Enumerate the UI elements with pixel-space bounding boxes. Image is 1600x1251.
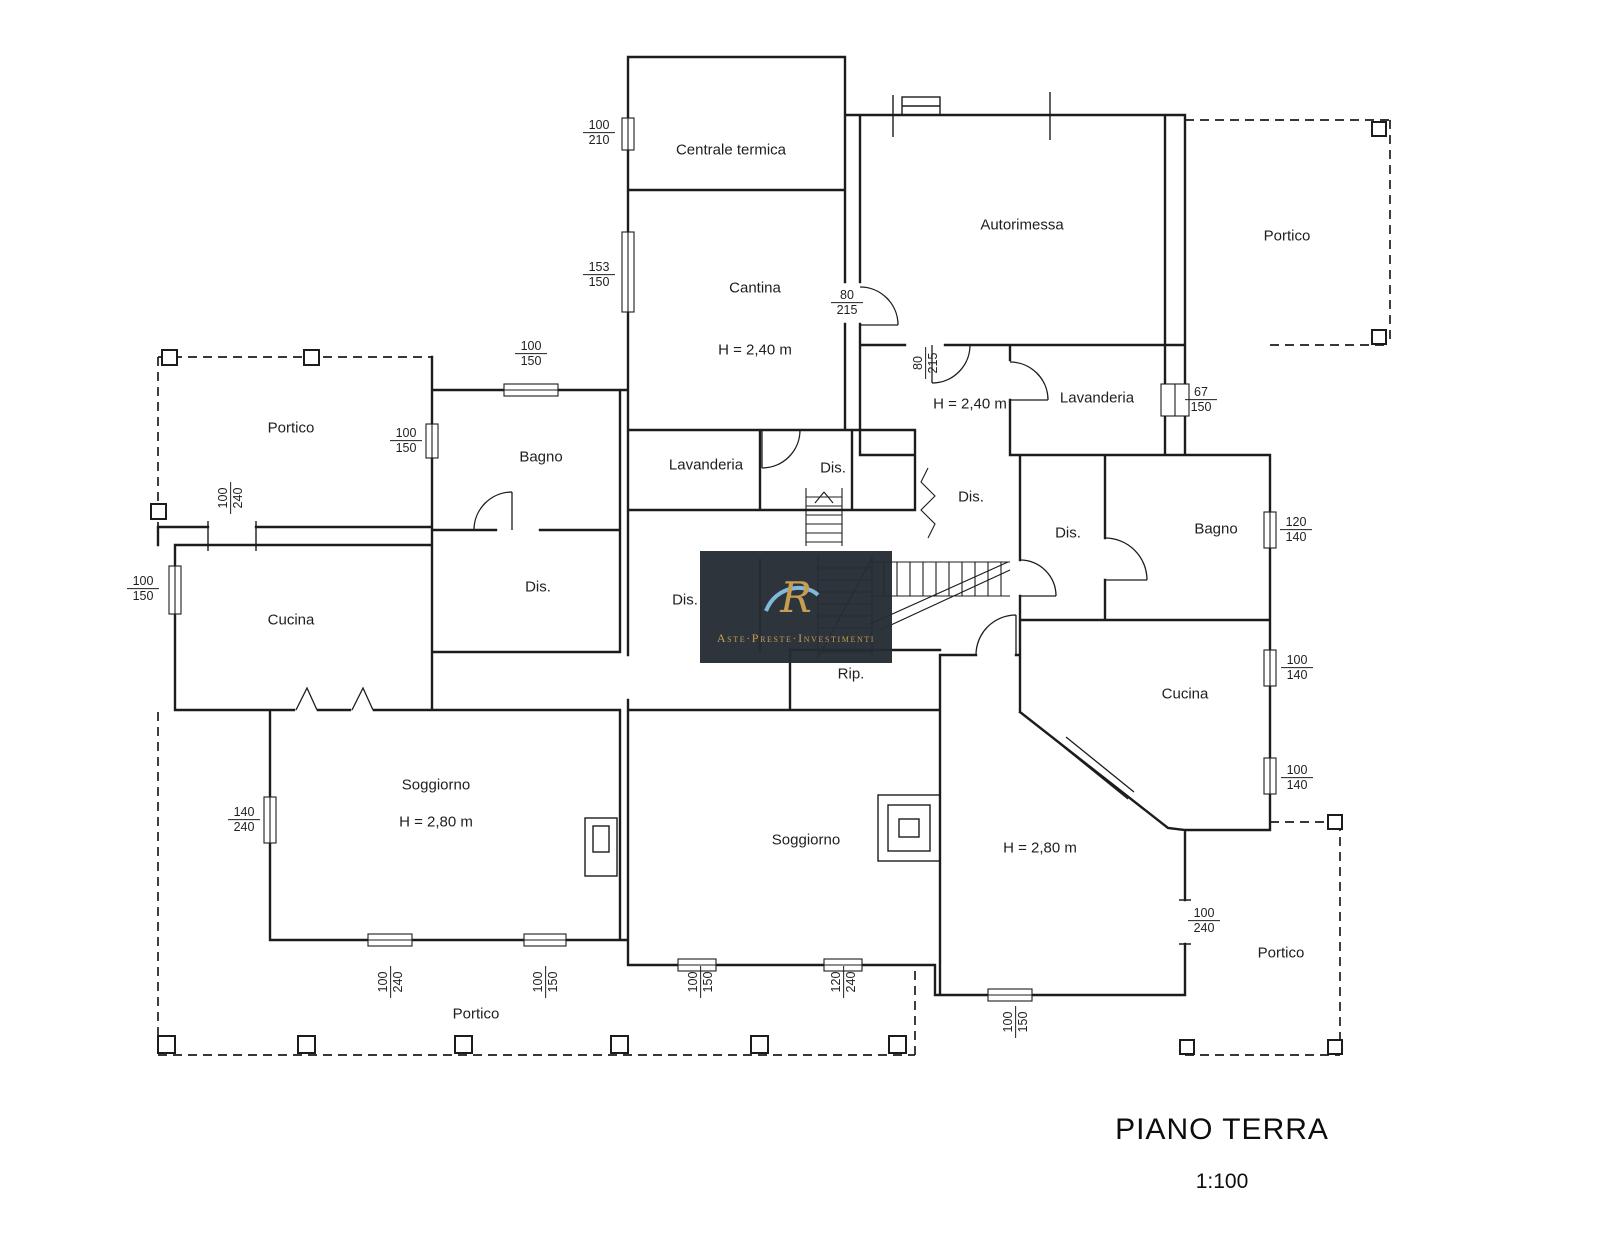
watermark-swirl-icon (764, 585, 820, 612)
dimension-top-value: 100 (1286, 763, 1308, 778)
watermark-logo: R (756, 569, 836, 627)
scale-label: 1:100 (1195, 1170, 1249, 1193)
height-label-soggiorno-right: H = 2,80 m (1003, 839, 1077, 857)
dimension-top-value: 100 (1001, 1011, 1016, 1033)
dimension-bottom-value: 150 (1185, 399, 1217, 415)
room-label-autorimessa: Autorimessa (980, 216, 1064, 234)
dimension-top-value: 100 (588, 118, 610, 133)
room-label-dis-4: Dis. (525, 578, 551, 596)
room-label-centrale-termica: Centrale termica (675, 141, 787, 159)
room-label-portico-ne: Portico (1263, 227, 1311, 245)
dimension-top-value: 67 (1194, 385, 1208, 400)
dimension-bottom-value: 150 (127, 588, 159, 604)
room-label-lavanderia-center: Lavanderia (668, 456, 744, 474)
dimension-top-value: 120 (829, 971, 844, 993)
dimension-top-value: 100 (520, 339, 542, 354)
dimension-bottom-value: 140 (1281, 667, 1313, 683)
dimension-top-value: 100 (1193, 906, 1215, 921)
room-label-portico-se: Portico (1257, 944, 1305, 962)
dimension-bottom-value: 150 (545, 966, 561, 998)
dimension-bottom-value: 210 (583, 132, 615, 148)
room-label-soggiorno-left: Soggiorno (401, 776, 471, 794)
dimension-bottom-value: 150 (515, 353, 547, 369)
dimension-bottom-value: 240 (230, 482, 246, 514)
dimension-top-value: 100 (395, 426, 417, 441)
dimension-top-value: 153 (588, 260, 610, 275)
dimension-bottom-value: 240 (843, 966, 859, 998)
dimension-bottom-value: 150 (1015, 1006, 1031, 1038)
dimension-top-value: 100 (132, 574, 154, 589)
room-label-lavanderia-right: Lavanderia (1059, 389, 1135, 407)
portico-pillars (150, 121, 1387, 1055)
dimension-top-value: 80 (911, 356, 926, 370)
chimney-blocks (584, 92, 1051, 877)
height-label-cantina: H = 2,40 m (718, 341, 792, 359)
room-label-dis-5: Dis. (672, 591, 698, 609)
door-arcs (295, 286, 1148, 800)
dimension-top-value: 100 (1286, 653, 1308, 668)
dimension-top-value: 140 (233, 805, 255, 820)
dimension-top-value: 100 (376, 971, 391, 993)
room-label-bagno-right: Bagno (1194, 520, 1238, 538)
dimension-bottom-value: 150 (390, 440, 422, 456)
watermark-monogram: R (780, 572, 812, 622)
room-label-soggiorno-center: Soggiorno (771, 831, 841, 849)
dimension-bottom-value: 240 (1188, 920, 1220, 936)
room-label-rip: Rip. (837, 665, 865, 683)
room-label-portico-south: Portico (452, 1005, 500, 1023)
dimension-bottom-value: 140 (1281, 777, 1313, 793)
dimension-bottom-value: 215 (831, 302, 863, 318)
walls (156, 55, 1272, 997)
room-label-cucina-left: Cucina (267, 611, 315, 629)
dimension-bottom-value: 150 (583, 274, 615, 290)
room-label-bagno-left: Bagno (519, 448, 563, 466)
room-label-dis-3: Dis. (1055, 524, 1081, 542)
room-label-cantina: Cantina (729, 279, 781, 297)
dimension-bottom-value: 240 (228, 819, 260, 835)
window-symbols (168, 117, 1277, 1002)
page-title: PIANO TERRA (1115, 1113, 1329, 1146)
dimension-bottom-value: 215 (925, 347, 941, 379)
watermark-caption: Aste·Preste·Investimenti (716, 630, 876, 645)
height-label-hall: H = 2,40 m (933, 395, 1007, 413)
dimension-bottom-value: 140 (1280, 529, 1312, 545)
portico-dashed-lines (157, 119, 1391, 1056)
room-label-dis-1: Dis. (820, 459, 846, 477)
room-label-cucina-right: Cucina (1161, 685, 1209, 703)
dimension-bottom-value: 240 (390, 966, 406, 998)
room-label-dis-2: Dis. (958, 488, 984, 506)
dimension-top-value: 100 (686, 971, 701, 993)
height-label-soggiorno-left: H = 2,80 m (399, 813, 473, 831)
room-label-portico-west: Portico (267, 419, 315, 437)
dimension-top-value: 100 (216, 487, 231, 509)
dimension-bottom-value: 150 (700, 966, 716, 998)
watermark: R Aste·Preste·Investimenti (700, 551, 892, 663)
dimension-top-value: 80 (840, 288, 854, 303)
dimension-top-value: 100 (531, 971, 546, 993)
dimension-top-value: 120 (1285, 515, 1307, 530)
